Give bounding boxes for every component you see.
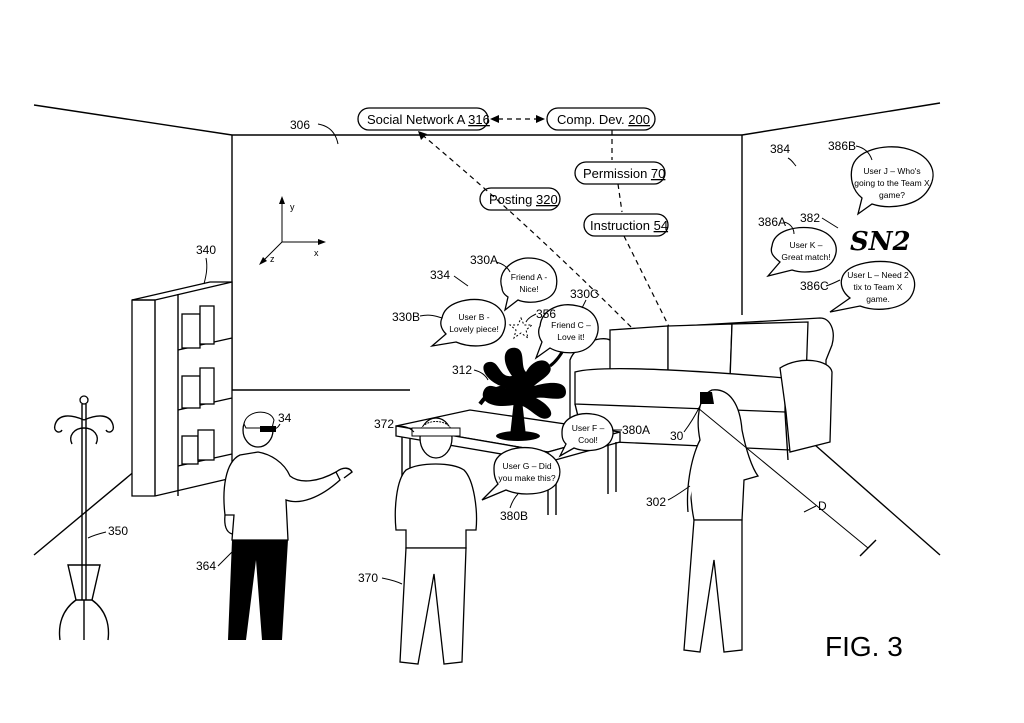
coat-rack xyxy=(53,395,115,641)
ref-330a: 330A xyxy=(470,253,498,267)
person-302 xyxy=(683,389,760,653)
svg-text:Comp. Dev. 200: Comp. Dev. 200 xyxy=(557,112,650,127)
bubble-user-b: User B - Lovely piece! xyxy=(429,298,506,348)
bubble-friend-c-line-2: Love it! xyxy=(557,332,584,342)
permission-ref: 70 xyxy=(651,166,665,181)
ref-302: 302 xyxy=(646,495,666,509)
bookshelf xyxy=(131,281,233,497)
ref-30: 30 xyxy=(670,429,684,443)
axis-z-label: z xyxy=(270,254,275,264)
bubble-user-l: User L – Need 2 tix to Team X game. xyxy=(829,260,916,313)
permission-label: Permission xyxy=(583,166,651,181)
ref-312: 312 xyxy=(452,363,472,377)
bubble-user-f-line-1: User F – xyxy=(572,423,605,433)
bubble-user-b-line-2: Lovely piece! xyxy=(449,324,499,334)
svg-text:Permission 70: Permission 70 xyxy=(583,166,665,181)
ref-356: 356 xyxy=(536,307,556,321)
ref-386a: 386A xyxy=(758,215,786,229)
posting-label: Posting xyxy=(489,192,536,207)
axis-x-label: x xyxy=(314,248,319,258)
instruction-box: Instruction 54 xyxy=(583,213,669,237)
ref-34: 34 xyxy=(278,411,292,425)
bubble-user-l-line-1: User L – Need 2 xyxy=(847,270,909,280)
axes-indicator: y x z xyxy=(259,196,326,265)
ref-382: 382 xyxy=(800,211,820,225)
social-network-box: Social Network A 316 xyxy=(357,107,490,131)
comp-dev-label: Comp. Dev. xyxy=(557,112,628,127)
posting-ref: 320 xyxy=(536,192,558,207)
ref-334: 334 xyxy=(430,268,450,282)
bubble-friend-a: Friend A - Nice! xyxy=(500,257,558,312)
bubble-user-g-line-2: you make this? xyxy=(498,473,555,483)
social-network-ref: 316 xyxy=(468,112,490,127)
star-marker xyxy=(508,316,534,340)
ref-386b: 386B xyxy=(828,139,856,153)
couch xyxy=(569,317,834,461)
permission-box: Permission 70 xyxy=(574,161,666,185)
svg-text:Social Network A 316: Social Network A 316 xyxy=(367,112,490,127)
social-network-label: Social Network A xyxy=(367,112,468,127)
instruction-ref: 54 xyxy=(654,218,668,233)
ref-330b: 330B xyxy=(392,310,420,324)
sn2-handwriting: SN2 xyxy=(850,227,911,257)
bubble-user-j: User J – Who's going to the Team X game? xyxy=(850,146,934,216)
ref-372: 372 xyxy=(374,417,394,431)
bubble-user-f-line-2: Cool! xyxy=(578,435,598,445)
ref-380a: 380A xyxy=(622,423,650,437)
bubble-user-k-line-2: Great match! xyxy=(781,252,830,262)
bubble-user-g: User G – Did you make this? xyxy=(481,446,561,501)
ref-340: 340 xyxy=(196,243,216,257)
virtual-sculpture xyxy=(478,345,568,441)
posting-box: Posting 320 xyxy=(479,187,561,211)
reference-numerals: 306 384 386B 382 386A 386C 340 334 330A … xyxy=(87,118,873,585)
ref-330c: 330C xyxy=(570,287,599,301)
svg-text:Posting 320: Posting 320 xyxy=(489,192,558,207)
axis-y-label: y xyxy=(290,202,295,212)
bubble-friend-a-line-1: Friend A - xyxy=(511,272,548,282)
bubble-user-l-line-2: tix to Team X xyxy=(854,282,903,292)
ref-386c: 386C xyxy=(800,279,829,293)
bubble-user-k-line-1: User K – xyxy=(789,240,822,250)
ref-370: 370 xyxy=(358,571,378,585)
ref-384: 384 xyxy=(770,142,790,156)
person-370 xyxy=(394,417,478,665)
person-364 xyxy=(223,411,353,640)
bubble-user-j-line-2: going to the Team X xyxy=(854,178,930,188)
bubble-user-g-line-1: User G – Did xyxy=(502,461,551,471)
bubble-user-f: User F – Cool! xyxy=(558,412,614,458)
ref-d: D xyxy=(818,499,827,513)
comp-dev-ref: 200 xyxy=(628,112,650,127)
ref-350: 350 xyxy=(108,524,128,538)
bubble-user-k: User K – Great match! xyxy=(766,226,837,278)
bubble-friend-c-line-1: Friend C – xyxy=(551,320,591,330)
bidirectional-arrow xyxy=(490,115,545,123)
svg-text:Instruction 54: Instruction 54 xyxy=(590,218,668,233)
instruction-label: Instruction xyxy=(590,218,654,233)
bubble-user-l-line-3: game. xyxy=(866,294,890,304)
ref-306: 306 xyxy=(290,118,310,132)
bubble-friend-c: Friend C – Love it! xyxy=(534,304,599,360)
comp-dev-box: Comp. Dev. 200 xyxy=(546,107,656,131)
figure-label: FIG. 3 xyxy=(825,631,903,662)
bubble-user-b-line-1: User B - xyxy=(458,312,489,322)
ref-380b: 380B xyxy=(500,509,528,523)
bubble-user-j-line-1: User J – Who's xyxy=(863,166,920,176)
bubble-friend-a-line-2: Nice! xyxy=(519,284,538,294)
bubble-user-j-line-3: game? xyxy=(879,190,905,200)
distance-line xyxy=(697,407,877,557)
ref-364: 364 xyxy=(196,559,216,573)
